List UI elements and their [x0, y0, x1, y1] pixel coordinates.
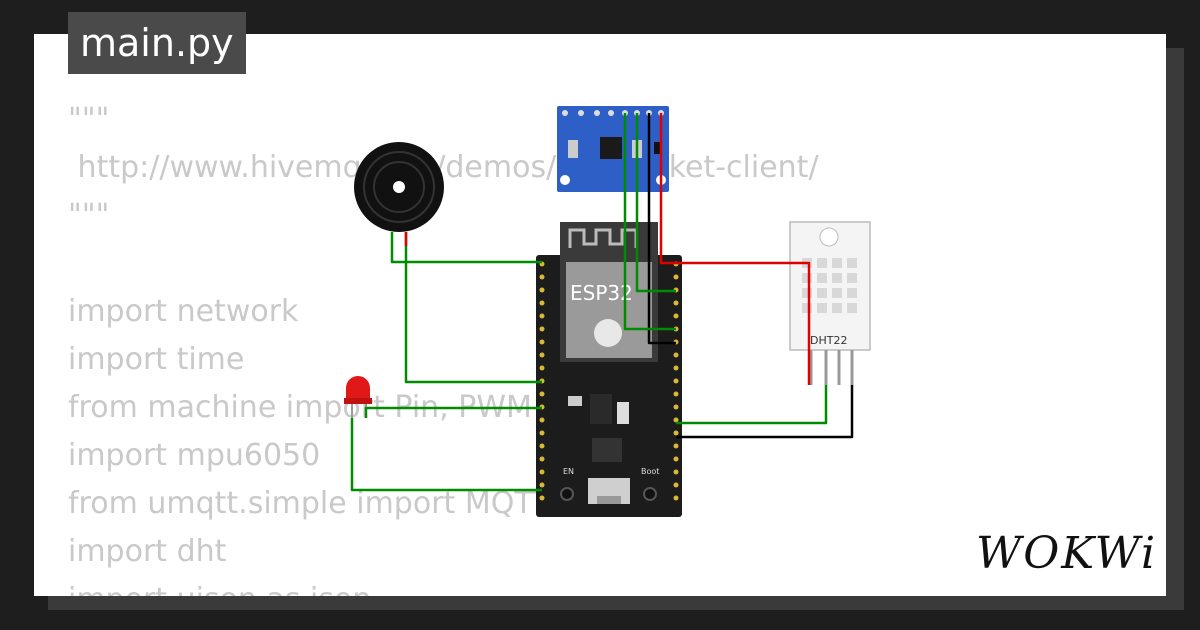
- code-line: http://www.hivemq.com/demos/websocket-cl…: [68, 150, 819, 185]
- code-line: import network: [68, 294, 299, 329]
- code-line: import ujson as json: [68, 576, 819, 596]
- code-line: """: [68, 198, 110, 233]
- code-line: """: [68, 102, 110, 137]
- boot-label: Boot: [641, 467, 659, 476]
- file-tab[interactable]: main.py: [68, 12, 246, 74]
- code-line: import time: [68, 342, 245, 377]
- code-line: import mpu6050: [68, 438, 321, 473]
- code-line: import dht: [68, 534, 227, 569]
- esp32-label: ESP32: [570, 281, 633, 305]
- mpu6050-module[interactable]: [557, 106, 669, 192]
- code-line: from machine import Pin, PWM: [68, 390, 532, 425]
- esp32-board[interactable]: ESP32 EN Boot: [536, 222, 682, 517]
- red-led[interactable]: [344, 376, 372, 418]
- code-preview: """ http://www.hivemq.com/demos/websocke…: [68, 96, 819, 596]
- en-label: EN: [563, 467, 574, 476]
- wires: [350, 113, 854, 492]
- dht22-label: DHT22: [810, 334, 847, 347]
- dht22-sensor[interactable]: DHT22: [789, 221, 871, 385]
- piezo-buzzer[interactable]: [354, 142, 444, 232]
- wokwi-logo: WOKWi: [976, 528, 1158, 579]
